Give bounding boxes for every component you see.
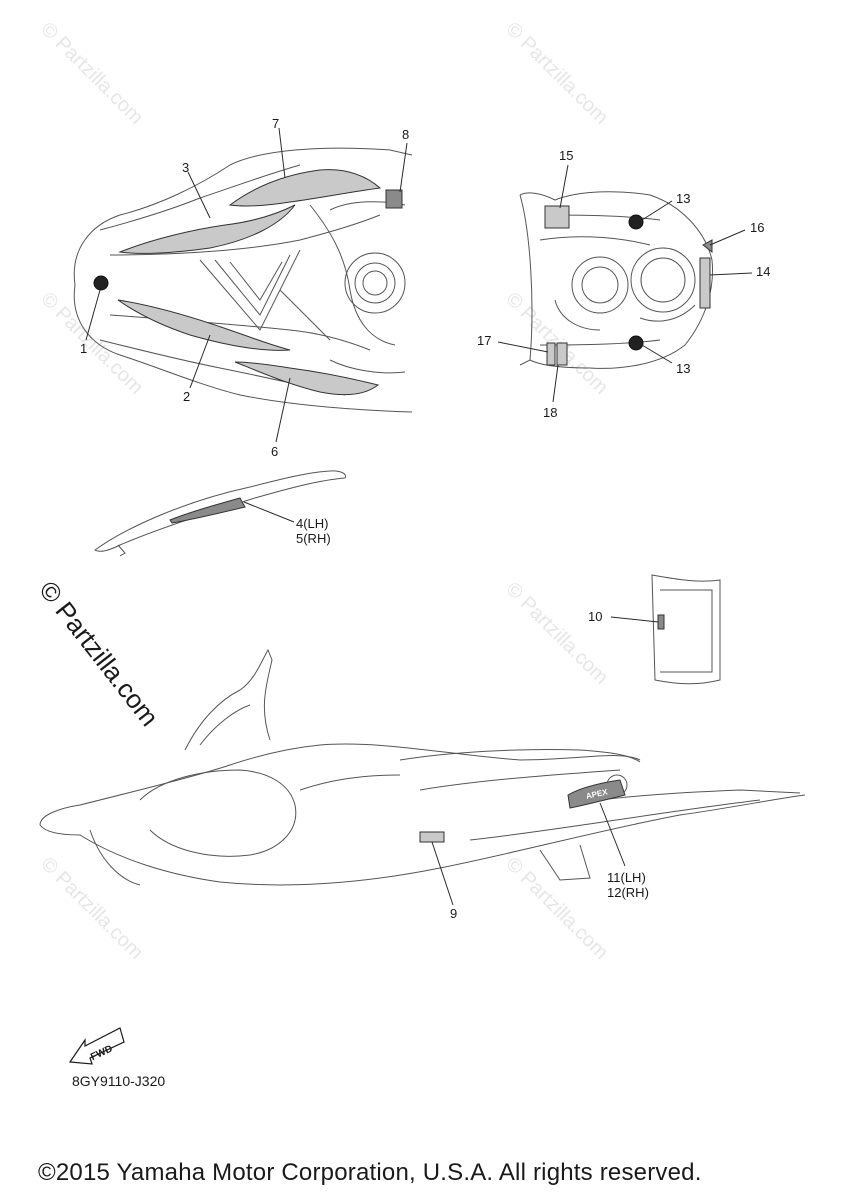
decal-18 [556,342,568,366]
diagram-code: 8GY9110-J320 [72,1073,166,1089]
callout-2: 2 [183,389,190,404]
callout-4: 4(LH) [296,516,329,531]
callout-8: 8 [402,127,409,142]
decal-4-5 [169,497,246,524]
decal-9 [419,831,445,843]
callout-13b: 13 [676,361,690,376]
callout-7: 7 [272,116,279,131]
decal-8 [385,189,403,209]
callout-5: 5(RH) [296,531,331,546]
emblem-13b [628,335,644,351]
panel-10-view [651,574,721,685]
callout-11: 11(LH) [607,870,646,885]
decal-6 [234,361,380,396]
callout-17: 17 [477,333,491,348]
callout-10: 10 [588,609,602,624]
callout-16: 16 [750,220,764,235]
watermark: © Partzilla.com [501,18,612,129]
callout-labels: 3 7 8 1 2 6 4(LH) 5(RH) 15 13 16 14 17 1… [80,116,770,921]
rear-cover-view [519,191,714,369]
callout-14: 14 [756,264,770,279]
callout-1: 1 [80,341,87,356]
decal-7 [228,169,382,207]
watermark: © Partzilla.com [36,18,147,129]
watermark: © Partzilla.com [501,578,612,689]
watermark-prominent: © Partzilla.com [33,575,165,732]
decal-11-12 [567,779,626,809]
decal-10 [657,614,665,630]
sled-side-view: APEX [39,648,806,886]
watermark: © Partzilla.com [36,853,147,964]
decal-2 [117,299,291,351]
decal-14 [699,257,711,309]
callout-13a: 13 [676,191,690,206]
decal-15 [544,205,570,229]
watermark-layer: © Partzilla.com © Partzilla.com © Partzi… [36,18,612,964]
callout-9: 9 [450,906,457,921]
callout-18: 18 [543,405,557,420]
callout-12: 12(RH) [607,885,649,900]
side-panel-view [94,470,347,557]
callout-6: 6 [271,444,278,459]
watermark: © Partzilla.com [501,853,612,964]
decal-16 [702,239,713,254]
emblem-13a [628,214,644,230]
copyright-notice: ©2015 Yamaha Motor Corporation, U.S.A. A… [38,1159,702,1186]
decal-3 [118,204,296,254]
callout-15: 15 [559,148,573,163]
decal-17 [546,342,556,366]
callout-3: 3 [182,160,189,175]
leader-lines [85,127,753,906]
fwd-arrow-icon: FWD [68,1027,125,1065]
emblem-1 [93,275,109,291]
hood-top-view [73,147,413,413]
